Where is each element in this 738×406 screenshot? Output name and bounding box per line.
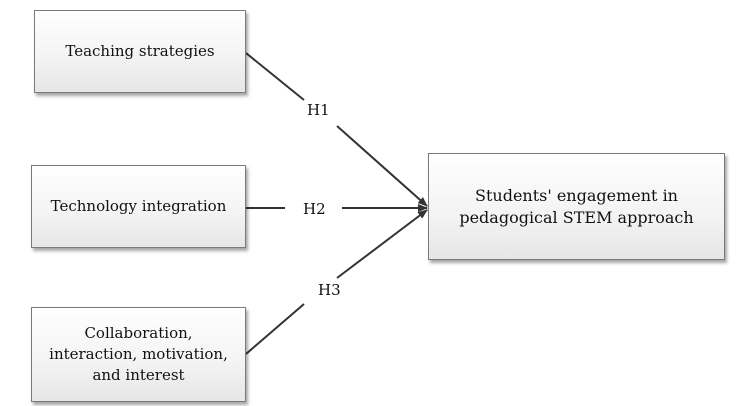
technology-integration-box: Technology integration: [31, 165, 246, 248]
collaboration-label-line-2: interaction, motivation,: [49, 345, 228, 363]
student-engagement-label-line-1: Students' engagement in: [475, 185, 678, 205]
h1-connector-upper: [245, 52, 305, 101]
teaching-strategies-box: Teaching strategies: [34, 10, 246, 93]
hypothesis-h1-label: H1: [304, 101, 333, 119]
collaboration-label-line-1: Collaboration,: [84, 324, 193, 342]
h3-connector-lower: [245, 303, 305, 355]
collaboration-label-line-3: and interest: [92, 366, 185, 384]
technology-integration-label: Technology integration: [50, 197, 227, 215]
student-engagement-box: Students' engagement in pedagogical STEM…: [428, 153, 725, 260]
student-engagement-label-line-2: pedagogical STEM approach: [459, 207, 694, 227]
h1-connector-lower: [336, 125, 428, 207]
hypothesis-h2-label: H2: [300, 200, 329, 218]
teaching-strategies-label: Teaching strategies: [65, 42, 215, 60]
hypothesis-h3-label: H3: [315, 281, 344, 299]
collaboration-box: Collaboration, interaction, motivation, …: [31, 307, 246, 402]
h3-connector-upper: [336, 209, 428, 279]
